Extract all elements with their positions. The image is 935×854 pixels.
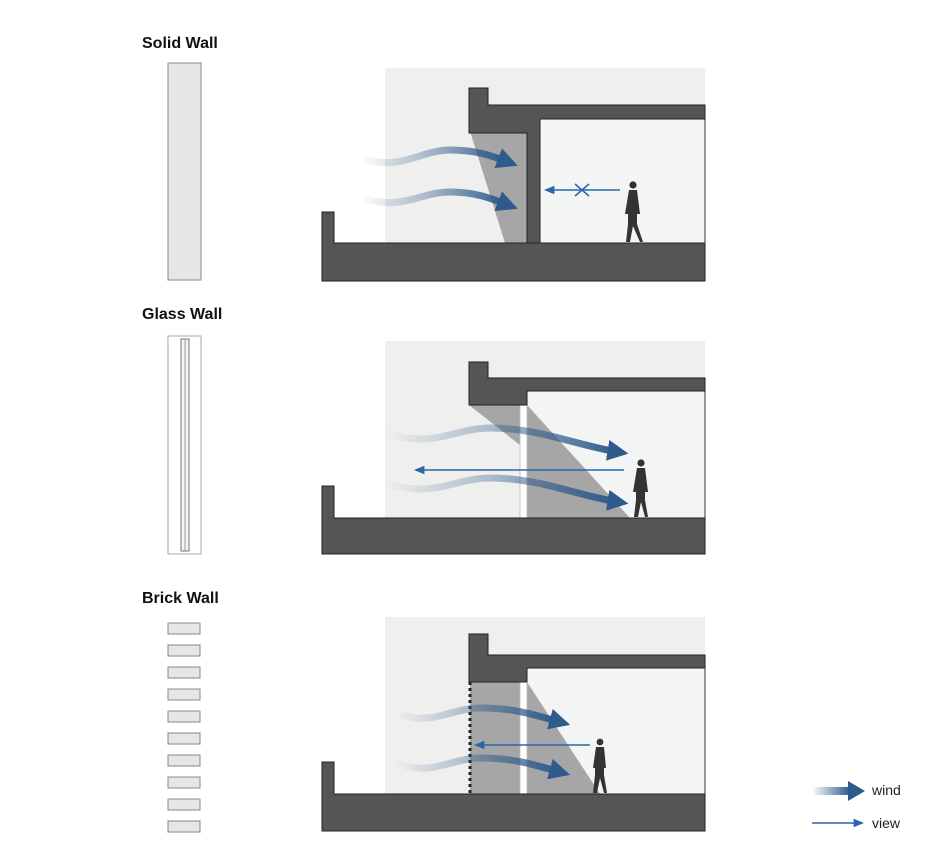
shadow-region [470, 682, 520, 794]
wind-arrow [381, 424, 629, 461]
title-solid-wall: Solid Wall [142, 35, 218, 52]
legend-view-label: view [872, 815, 901, 831]
wind-arrow [391, 704, 571, 730]
floor-slab [321, 211, 706, 282]
title-brick-wall: Brick Wall [142, 590, 219, 607]
glass-wall-sample [167, 335, 202, 555]
person-icon [633, 459, 648, 517]
brick-wall-section [321, 617, 706, 832]
wind-arrow [391, 754, 571, 780]
legend-wind-label: wind [872, 782, 901, 798]
title-glass-wall: Glass Wall [142, 306, 223, 323]
person-icon [593, 738, 607, 793]
roof-slab [468, 361, 706, 406]
wind-arrow [356, 188, 518, 211]
solid-wall-section [321, 68, 706, 282]
glass-wall-section [321, 341, 706, 555]
legend-wind-head [848, 781, 865, 801]
solid-wall-sample [167, 62, 202, 281]
interior-room [539, 118, 706, 244]
legend-wind-bar [812, 787, 850, 795]
roof-slab [468, 633, 706, 683]
wind-arrow [356, 146, 518, 168]
glass-pane [519, 404, 528, 519]
brick-wall-sample [167, 622, 201, 833]
legend [812, 781, 865, 828]
floor-slab [321, 485, 706, 555]
glass-pane [519, 681, 528, 795]
person-icon [625, 181, 643, 242]
roof-slab [468, 87, 706, 244]
wind-arrow [381, 474, 629, 511]
blocked-view-icon [574, 183, 590, 197]
floor-slab [321, 761, 706, 832]
